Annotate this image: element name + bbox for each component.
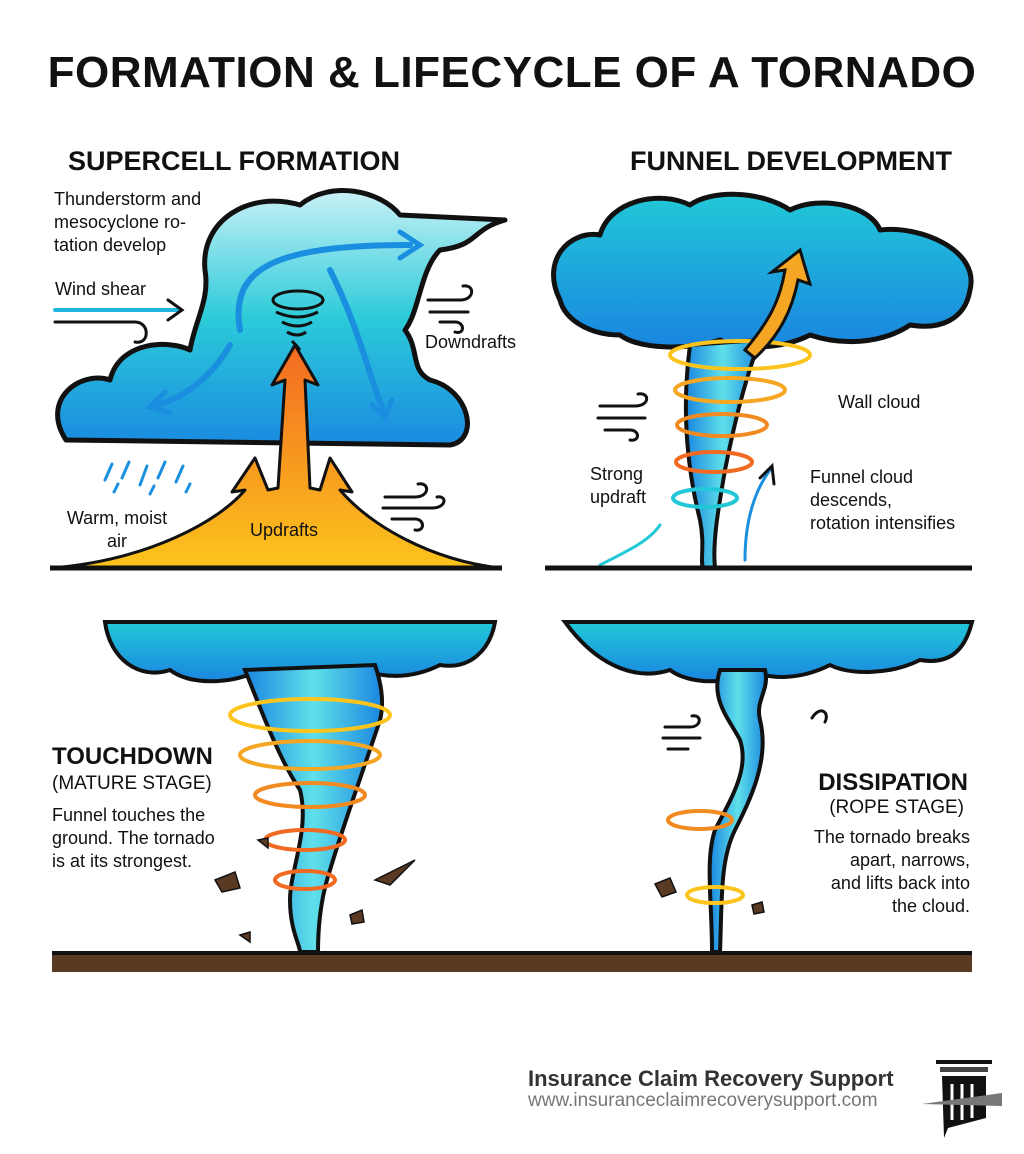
caption-line: apart, narrows, (849, 850, 970, 870)
footer-url: www.insuranceclaimrecoverysupport.com (528, 1090, 878, 1111)
funnel-rings (668, 339, 812, 509)
caption-line: and lifts back into (830, 873, 970, 893)
footer-company-name: Insurance Claim Recovery Support (528, 1066, 894, 1091)
wind-gust-icon (381, 284, 474, 532)
touchdown-rings (228, 697, 392, 891)
debris (213, 837, 416, 944)
funnel-cloud-label: Funnel cloud descends, rotation intensif… (810, 466, 955, 535)
label-line: updraft (590, 487, 647, 507)
downdrafts-label: Downdrafts (425, 332, 517, 352)
debris (653, 877, 765, 915)
updrafts-label: Updrafts (250, 520, 319, 540)
page-title: FORMATION & LIFECYCLE OF A TORNADO (47, 48, 977, 97)
warm-air-label: Warm, moist air (62, 507, 172, 553)
label-line: air (106, 531, 127, 551)
supercell-caption: Thunderstorm and mesocyclone ro- tation … (54, 188, 201, 257)
rope-rings (666, 809, 745, 905)
label-line: Warm, moist (66, 508, 168, 528)
inflow-arrows (598, 462, 776, 567)
mesocyclone-arrows (145, 229, 425, 423)
caption-line: ground. The tornado (52, 828, 215, 848)
dissipation-heading: DISSIPATION (818, 769, 968, 796)
wind-gust-icon (661, 709, 828, 751)
rain-icon (103, 460, 192, 496)
caption-line: Funnel touches the (52, 805, 206, 825)
wind-gust-icon (596, 392, 649, 442)
label-line: Funnel cloud (810, 467, 914, 487)
caption-line: is at its strongest. (52, 851, 193, 871)
touchdown-subheading: (MATURE STAGE) (52, 773, 212, 794)
caption-line: the cloud. (891, 896, 970, 916)
dissipation-caption: The tornado breaks apart, narrows, and l… (814, 826, 970, 918)
touchdown-caption: Funnel touches the ground. The tornado i… (52, 804, 215, 873)
label-line: Strong (590, 464, 644, 484)
supercell-cloud (55, 188, 508, 448)
caption-line: tation develop (54, 235, 167, 255)
tornado-symbol-icon (271, 289, 325, 351)
caption-line: mesocyclone ro- (54, 212, 187, 232)
pillar-logo-icon (922, 1060, 1002, 1138)
touchdown-heading: TOUCHDOWN (52, 743, 213, 770)
wind-shear-arrow (53, 298, 185, 344)
label-line: rotation intensifies (810, 513, 956, 533)
updraft-arrows (50, 343, 502, 570)
rope-tornado (561, 620, 975, 954)
wall-cloud-label: Wall cloud (838, 392, 921, 412)
strong-updraft-label: Strong updraft (590, 463, 646, 509)
wind-shear-label: Wind shear (55, 279, 147, 299)
funnel-heading: FUNNEL DEVELOPMENT (630, 146, 953, 176)
strong-updraft-arrow (742, 247, 813, 360)
caption-line: The tornado breaks (813, 827, 970, 847)
caption-line: Thunderstorm and (54, 189, 202, 209)
dissipation-subheading: (ROPE STAGE) (829, 797, 964, 818)
label-line: descends, (810, 490, 893, 510)
supercell-heading: SUPERCELL FORMATION (68, 146, 401, 176)
